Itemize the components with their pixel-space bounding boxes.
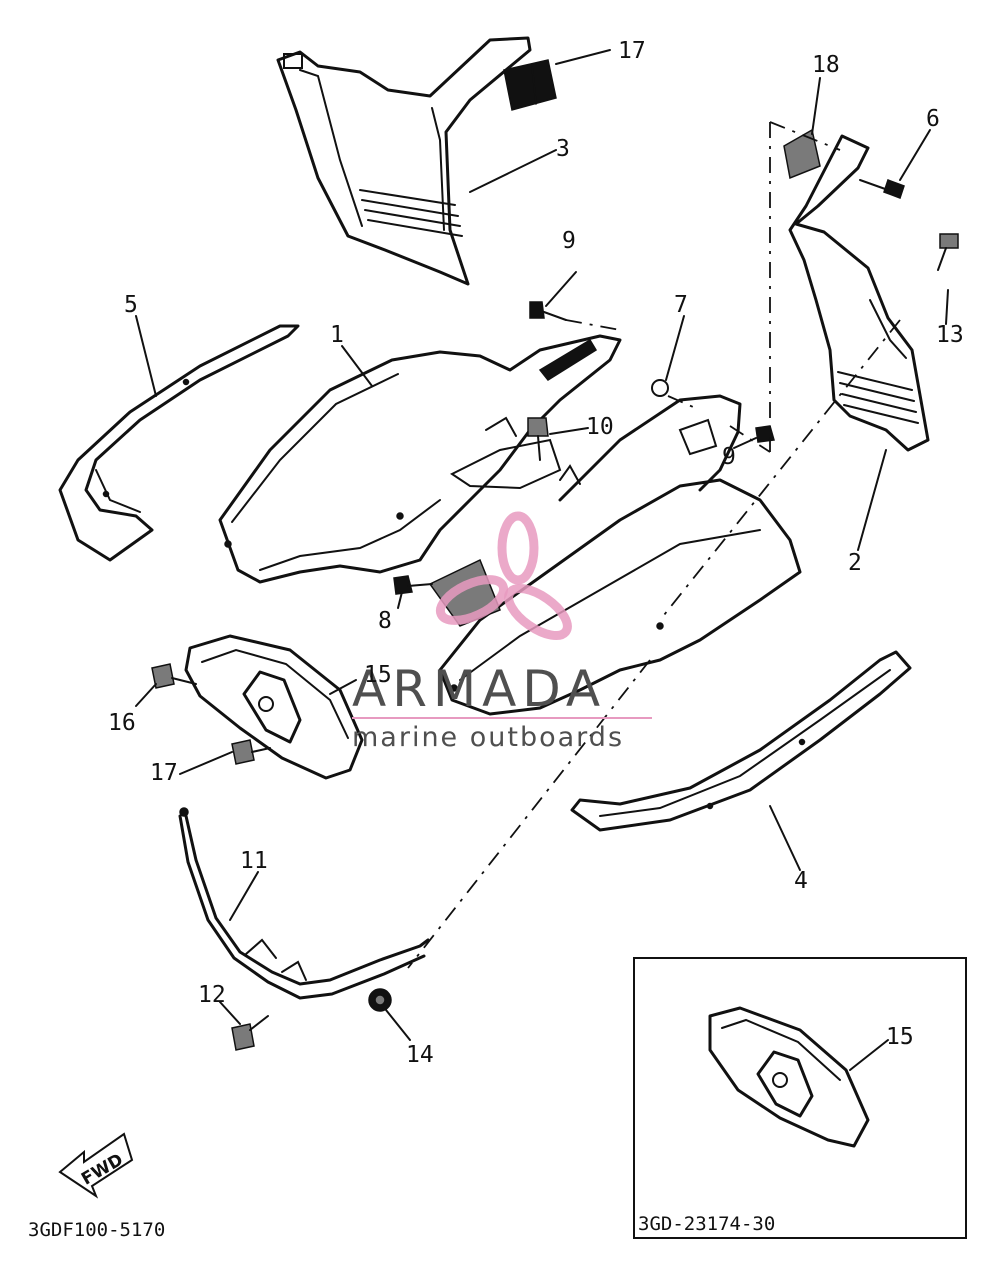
callout-18-right: 18 [812,52,840,78]
watermark-brand: ARMADA [352,660,606,718]
assembly-lines [407,121,901,969]
part-5-left-rail [58,324,300,562]
figure-code: 3GDF100-5170 [28,1219,165,1241]
armada-logo-icon [435,511,572,640]
callout-12: 12 [198,982,226,1008]
callout-2: 2 [848,550,862,576]
callout-4: 4 [794,868,808,894]
callout-5: 5 [124,292,138,318]
part-3-left-side-cover [276,36,557,286]
watermark-tagline: marine outboards [352,722,624,753]
part-1-rear-fender [218,334,622,584]
part-2-right-side-cover [783,128,930,452]
hardware [151,179,959,1051]
callout-14: 14 [406,1042,434,1068]
armada-watermark: ARMADA marine outboards [352,511,652,753]
inset-code: 3GD-23174-30 [638,1213,775,1235]
callout-6: 6 [926,106,940,132]
inset-alternate-part [633,957,967,1239]
callout-17: 17 [150,760,178,786]
callout-15: 15 [364,662,392,688]
leader-lines [135,49,949,1071]
callout-9: 9 [562,228,576,254]
callout-18: 17 [618,38,646,64]
callout-11: 11 [240,848,268,874]
part-4-right-rail [570,650,912,832]
fwd-label: FWD [78,1150,127,1190]
callout-3: 3 [556,136,570,162]
callout-13: 13 [936,322,964,348]
callout-7: 7 [674,292,688,318]
callout-8: 8 [378,608,392,634]
fwd-arrow-icon: FWD [58,1132,134,1199]
callout-numbers: 17 3 18 6 9 5 1 7 13 10 9 2 8 15 16 17 1… [108,38,964,1068]
callout-15-inset: 15 [886,1024,914,1050]
callout-16: 16 [108,710,136,736]
part-11-stay [178,807,430,1000]
callout-10: 10 [586,414,614,440]
callout-9-right: 9 [722,444,736,470]
callout-1: 1 [330,322,344,348]
part-15-bracket [184,634,364,780]
